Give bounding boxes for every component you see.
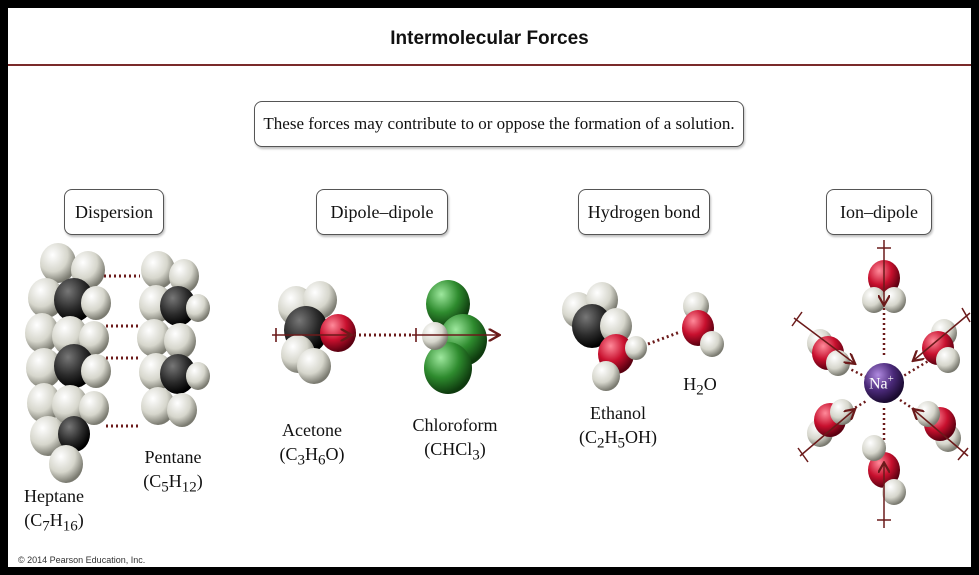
heptane-name: Heptane: [24, 486, 84, 506]
chloroform-caption: Chloroform (CHCl3): [400, 413, 510, 468]
ion-charge: +: [887, 373, 894, 385]
subtitle-box: These forces may contribute to or oppose…: [254, 101, 744, 147]
water-caption: H2O: [678, 372, 722, 403]
acetone-model: [278, 281, 356, 384]
acetone-caption: Acetone (C3H6O): [266, 418, 358, 473]
label-hydrogen-bond: Hydrogen bond: [578, 189, 710, 235]
ethanol-model: [562, 282, 647, 391]
water-formula: H2O: [683, 374, 717, 399]
heptane-model: [25, 243, 111, 483]
chloroform-name: Chloroform: [412, 415, 498, 435]
water-model: [682, 292, 724, 357]
heptane-caption: Heptane (C7H16): [18, 484, 90, 539]
label-dispersion: Dispersion: [64, 189, 164, 235]
molecule-illustrations: [25, 240, 971, 528]
acetone-name: Acetone: [282, 420, 342, 440]
dipole-arrows: [272, 328, 498, 342]
label-ion-dipole: Ion–dipole: [826, 189, 932, 235]
label-dipole-dipole: Dipole–dipole: [316, 189, 448, 235]
heptane-formula: (C7H16): [24, 510, 84, 535]
copyright-notice: © 2014 Pearson Education, Inc.: [18, 555, 146, 565]
figure-frame: Intermolecular Forces These forces may c…: [8, 8, 971, 567]
sodium-ion: [864, 363, 904, 403]
pentane-model: [137, 251, 210, 427]
dispersion-dotted-lines: [104, 274, 140, 428]
hydrogen-bond-line: [647, 330, 681, 346]
chloroform-model: [422, 280, 487, 394]
ethanol-caption: Ethanol (C2H5OH): [570, 401, 666, 456]
ion-dipole-model: [791, 240, 971, 528]
ethanol-formula: (C2H5OH): [578, 427, 657, 452]
acetone-formula: (C3H6O): [279, 444, 345, 469]
figure-title: Intermolecular Forces: [390, 28, 589, 49]
ethanol-name: Ethanol: [590, 403, 646, 423]
ion-symbol: Na: [869, 375, 888, 393]
title-bar: Intermolecular Forces: [8, 8, 971, 66]
pentane-caption: Pentane (C5H12): [134, 445, 212, 500]
pentane-name: Pentane: [144, 447, 202, 467]
subtitle-text: These forces may contribute to or oppose…: [263, 114, 735, 133]
pentane-formula: (C5H12): [143, 471, 203, 496]
sodium-ion-label: Na+: [869, 373, 894, 393]
chloroform-formula: (CHCl3): [424, 439, 486, 464]
